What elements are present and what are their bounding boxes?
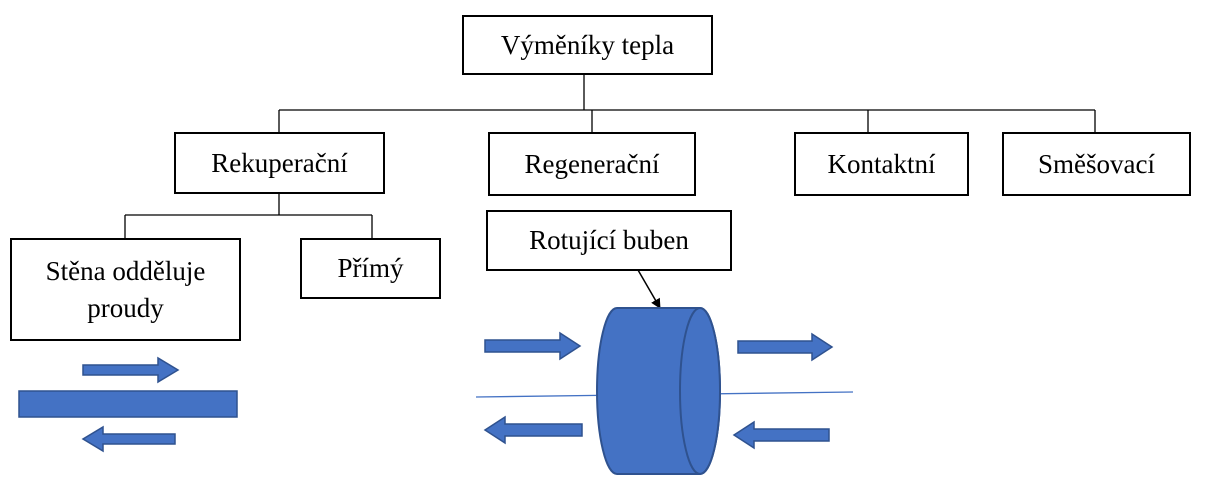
drum-pointer-arrow — [637, 269, 661, 309]
outflow-right-arrow-right — [737, 332, 834, 362]
subtype-stena-label-line1: Stěna odděluje — [45, 256, 206, 287]
recuperative-illustration — [18, 356, 238, 453]
root-label: Výměníky tepla — [500, 29, 675, 60]
outflow-left-arrow-left — [483, 415, 583, 445]
category-kontaktni-label: Kontaktní — [827, 148, 936, 179]
cold-flow-left-arrow — [81, 425, 176, 453]
hot-flow-right-arrow — [82, 356, 180, 384]
category-rekuperacni-node: Rekuperační — [174, 132, 385, 194]
subtype-buben-label: Rotující buben — [529, 225, 689, 256]
subtype-primy-node: Přímý — [300, 238, 441, 299]
category-smesovaci-label: Směšovací — [1038, 148, 1155, 179]
subtype-stena-label-line2: proudy — [87, 292, 164, 323]
subtype-stena-node: Stěna odděluje proudy — [10, 238, 241, 341]
category-rekuperacni-label: Rekuperační — [211, 147, 348, 178]
drum-front-face — [679, 307, 721, 475]
inflow-right-arrow-left — [484, 331, 582, 361]
category-kontaktni-node: Kontaktní — [794, 132, 969, 196]
subtype-primy-label: Přímý — [337, 253, 404, 284]
separating-wall-bar — [18, 390, 238, 418]
regenerative-illustration — [475, 269, 854, 475]
root-node: Výměníky tepla — [462, 15, 713, 75]
subtype-buben-node: Rotující buben — [486, 210, 732, 271]
rekuperacni-connectors — [124, 194, 373, 238]
root-connectors — [278, 75, 1096, 132]
category-regeneracni-node: Regenerační — [488, 132, 696, 196]
inflow-left-arrow-right — [732, 420, 830, 450]
category-smesovaci-node: Směšovací — [1002, 132, 1191, 196]
category-regeneracni-label: Regenerační — [524, 148, 660, 179]
rotating-drum-shape — [596, 307, 721, 475]
